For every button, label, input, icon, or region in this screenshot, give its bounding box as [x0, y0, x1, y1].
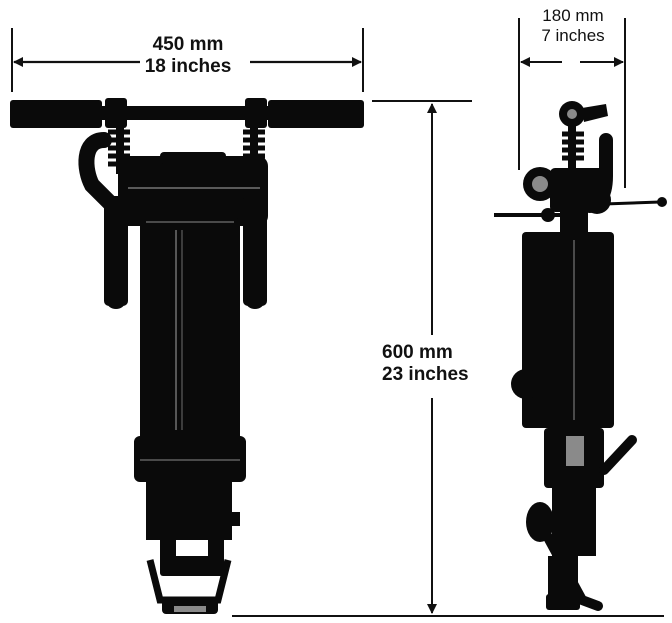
- side-retainer-lever: [539, 525, 603, 611]
- height-imperial-text: 23 inches: [382, 363, 469, 385]
- depth-dimension-label: 180 mm 7 inches: [528, 6, 618, 45]
- throttle-lever: [603, 200, 661, 206]
- handle-grip-right: [268, 100, 364, 128]
- width-metric-text: 450 mm: [152, 34, 224, 55]
- depth-imperial-text: 7 inches: [541, 25, 605, 45]
- depth-dimension: [518, 18, 626, 188]
- side-rod-right: [243, 196, 267, 306]
- width-dimension: [11, 28, 364, 92]
- handle-bar: [100, 106, 270, 120]
- width-dimension-label: 450 mm 18 inches: [140, 34, 236, 78]
- cylinder-body: [140, 218, 240, 440]
- chuck-housing: [134, 436, 246, 482]
- handle-grip-left: [10, 100, 102, 128]
- height-metric-text: 600 mm: [382, 342, 453, 363]
- height-dimension: [232, 100, 664, 617]
- height-dimension-label: 600 mm 23 inches: [382, 342, 469, 386]
- air-hose: [78, 132, 123, 216]
- drill-front-view: [10, 98, 364, 614]
- drill-head: [118, 156, 268, 226]
- drill-side-view: [494, 101, 667, 611]
- side-rod-left: [104, 196, 128, 306]
- width-imperial-text: 18 inches: [144, 55, 232, 77]
- depth-metric-text: 180 mm: [542, 6, 604, 25]
